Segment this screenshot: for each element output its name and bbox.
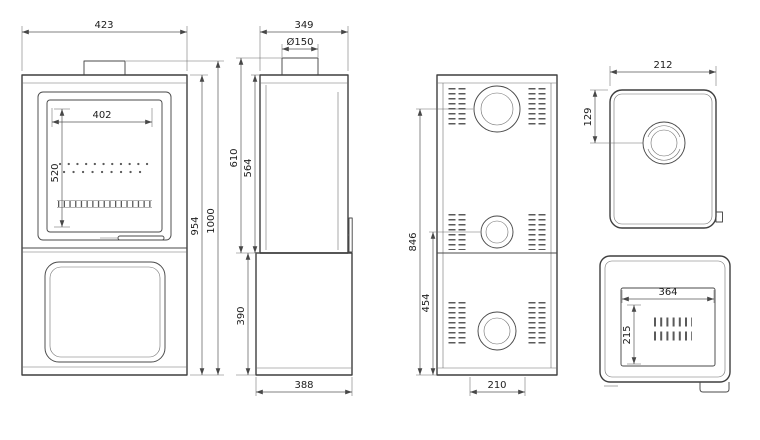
top-view: 212 129 — [583, 60, 723, 229]
dim-label-bottom-offset: 210 — [487, 380, 506, 391]
dim-glass-height: 520 — [50, 108, 70, 228]
side-door-handle — [348, 217, 353, 253]
top-outline — [609, 89, 717, 229]
dim-height-to-flue-top: 610 — [229, 57, 282, 254]
dim-front-overall-width: 423 — [21, 20, 188, 71]
rear-body-outline — [436, 74, 558, 376]
dim-base-depth: 388 — [255, 377, 353, 396]
flue-collar-front — [83, 60, 126, 76]
rear-vent-slots — [448, 88, 546, 346]
rear-mid-outlet — [480, 215, 514, 249]
front-body-outline — [21, 74, 188, 376]
dim-label-base-depth: 388 — [294, 380, 313, 391]
door-frame — [37, 91, 172, 241]
top-flue-circle — [642, 121, 686, 165]
dim-label-overall-width: 423 — [94, 20, 113, 31]
side-base — [255, 252, 353, 376]
side-upper-body — [259, 74, 349, 254]
dim-depth: 349 — [259, 20, 349, 71]
flue-collar-side — [281, 57, 319, 76]
dim-flue-centre-height: 846 — [408, 108, 473, 376]
rear-view: 846 454 210 — [408, 74, 558, 396]
dim-upper-section-height: 564 — [243, 74, 260, 253]
dim-rear-outlet-centre-height: 454 — [421, 231, 480, 375]
dim-label-top-depth: 212 — [653, 60, 672, 71]
dim-label-flue-centre-height: 846 — [408, 232, 419, 251]
firebox-shell — [599, 255, 731, 383]
dim-label-depth: 349 — [294, 20, 313, 31]
dim-label-upper-section-height: 564 — [243, 158, 254, 177]
door-handle — [117, 235, 165, 241]
side-view: 349 Ø150 610 564 390 — [229, 20, 353, 396]
rear-top-flue-outlet — [473, 85, 521, 133]
dim-base-height: 390 — [236, 253, 256, 376]
base-door — [44, 261, 166, 363]
dim-opening-width: 364 — [621, 287, 715, 303]
dim-label-opening-width: 364 — [658, 287, 677, 298]
top-handle-latch — [715, 211, 723, 223]
dim-label-total-height: 1000 — [206, 208, 217, 233]
dim-glass-width: 402 — [51, 108, 153, 127]
dim-label-opening-height: 215 — [622, 325, 633, 344]
door-glass — [46, 99, 163, 233]
dim-label-flue-centre-offset: 129 — [583, 107, 594, 126]
dim-label-rear-outlet-centre-height: 454 — [421, 293, 432, 312]
pedestal-foot — [699, 382, 730, 393]
dim-label-height-to-flue-top: 610 — [229, 148, 240, 167]
base-door-inner — [49, 266, 161, 358]
dim-label-body-height: 954 — [190, 216, 201, 235]
dim-flue-diameter: Ø150 — [281, 36, 319, 57]
firebox-view: 364 215 — [599, 255, 731, 393]
dim-total-height: 1000 — [126, 60, 224, 375]
dim-top-depth: 212 — [609, 60, 717, 86]
dim-label-flue-diameter: Ø150 — [287, 36, 314, 48]
dim-flue-centre-offset: 129 — [583, 89, 643, 144]
firebox-opening — [620, 287, 716, 367]
dim-bottom-offset: 210 — [469, 377, 526, 396]
rear-bottom-outlet — [477, 311, 517, 351]
front-view: 423 402 520 954 1000 — [21, 20, 224, 376]
dim-opening-height: 215 — [622, 304, 641, 365]
dim-label-glass-height: 520 — [50, 163, 61, 182]
dim-label-base-height: 390 — [236, 306, 247, 325]
dim-label-glass-width: 402 — [92, 110, 111, 121]
